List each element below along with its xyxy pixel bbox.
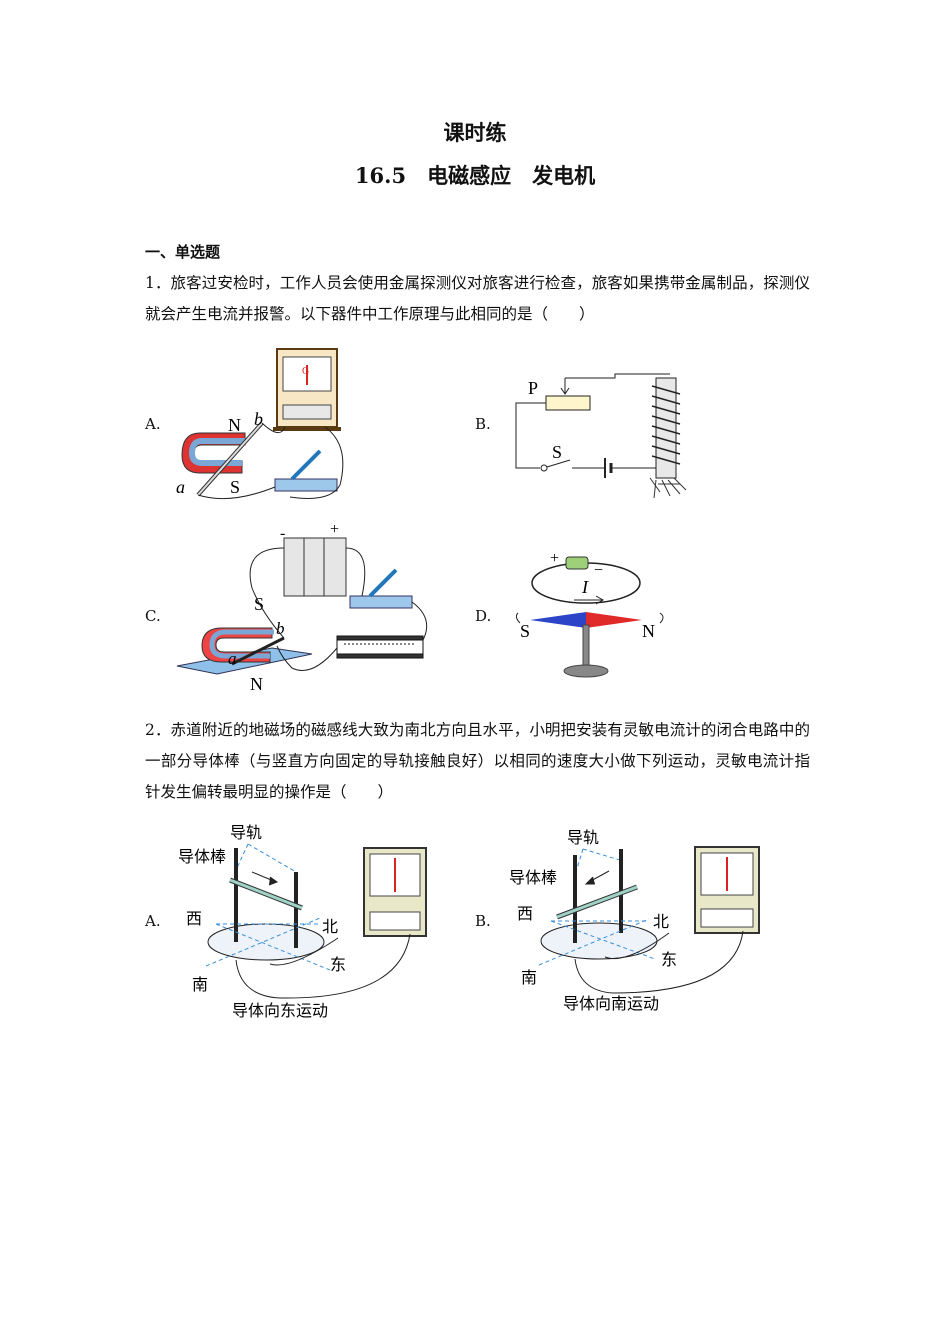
- needle-s-label: S: [520, 621, 530, 641]
- q2-option-b-label: B.: [475, 912, 491, 930]
- rail-label-a: 导轨: [230, 824, 262, 842]
- dir-north-a: 北: [322, 918, 338, 936]
- needle-n-label: N: [642, 621, 655, 641]
- q1-option-c-figure: - + S b a N: [176, 521, 428, 694]
- q2-option-b-figure: 导轨 导体棒 西 北 东 南 导体向南运动: [509, 829, 760, 1013]
- dir-west-b: 西: [517, 906, 533, 923]
- magnet-s-label-c: S: [254, 594, 264, 614]
- page-title: 课时练: [443, 120, 507, 145]
- rod-label-b: 导体棒: [509, 869, 557, 887]
- caption-b: 导体向南运动: [563, 995, 659, 1013]
- section-heading: 一、单选题: [145, 243, 221, 261]
- dir-south-b: 南: [521, 969, 537, 987]
- dir-east-a: 东: [330, 956, 346, 974]
- caption-a: 导体向东运动: [232, 1002, 328, 1020]
- q1-option-b-figure: P S: [515, 373, 687, 499]
- q1-option-a-figure: G N b a S: [176, 348, 344, 500]
- wire-b-label-c: b: [276, 619, 285, 638]
- rail-label-b: 导轨: [567, 829, 599, 847]
- dir-south-a: 南: [192, 976, 208, 994]
- wire-a-label: a: [176, 477, 185, 497]
- q1-option-a-label: A.: [145, 415, 161, 433]
- wire-b-label: b: [254, 409, 263, 429]
- current-i-label: I: [581, 577, 589, 597]
- galvanometer-g-label: G: [302, 366, 309, 377]
- switch-s-label: S: [552, 442, 562, 462]
- battery-plus-label-d: +: [550, 550, 559, 567]
- q2-option-a-figure: 导轨 导体棒 西 北 东 南 导体向东运动: [178, 824, 427, 1020]
- wire-a-label-c: a: [228, 649, 237, 668]
- magnet-s-label: S: [230, 477, 240, 497]
- battery-minus-label-d: −: [594, 562, 603, 579]
- dir-north-b: 北: [653, 913, 669, 931]
- magnet-n-label: N: [228, 415, 241, 435]
- rod-label-a: 导体棒: [178, 848, 226, 866]
- q2-option-a-label: A.: [145, 912, 161, 930]
- q1-option-c-label: C.: [145, 607, 161, 625]
- q1-option-d-figure: + − I S N: [515, 550, 664, 678]
- battery-minus-label: -: [280, 525, 285, 542]
- magnet-n-label-c: N: [250, 674, 263, 694]
- q1-option-b-label: B.: [475, 415, 491, 433]
- question-2-text: 2．赤道附近的地磁场的磁感线大致为南北方向且水平，小明把安装有灵敏电流计的闭合电…: [145, 721, 810, 801]
- battery-plus-label: +: [330, 521, 339, 538]
- dir-west-a: 西: [186, 911, 202, 928]
- question-1-text: 1．旅客过安检时，工作人员会使用金属探测仪对旅客进行检查，旅客如果携带金属制品，…: [145, 274, 810, 323]
- q1-option-d-label: D.: [475, 607, 492, 625]
- dir-east-b: 东: [661, 951, 677, 969]
- page-subtitle: 16.5 电磁感应 发电机: [354, 163, 596, 188]
- rheostat-p-label: P: [528, 378, 538, 398]
